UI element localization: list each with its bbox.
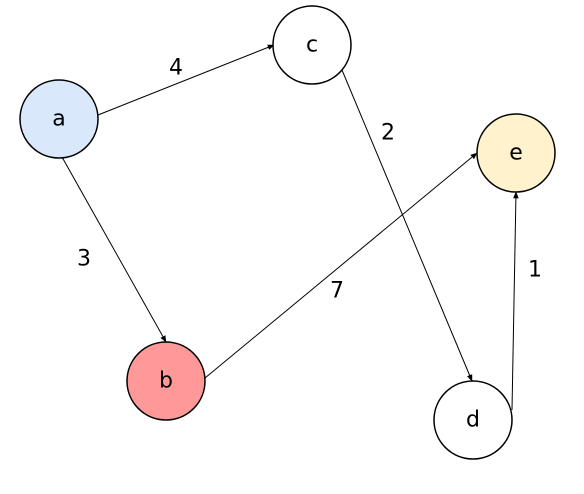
node-a: a <box>19 79 99 159</box>
node-circle-b <box>126 341 206 421</box>
node-e: e <box>476 113 556 193</box>
edge-line-a-c <box>97 44 275 116</box>
node-circle-a <box>19 79 99 159</box>
edge-weight-c-d: 2 <box>381 121 395 146</box>
node-d: d <box>433 380 513 460</box>
node-label-c: c <box>306 33 318 58</box>
edge-weight-a-c: 4 <box>169 56 183 81</box>
edge-line-c-d <box>341 69 473 382</box>
edge-a-c: 4 <box>97 44 275 116</box>
nodes-layer: a b c d e <box>19 5 556 460</box>
edge-a-b: 3 <box>61 156 167 343</box>
edge-line-a-b <box>61 156 167 343</box>
edge-weight-d-e: 1 <box>528 258 542 283</box>
edges-layer: 4 3 2 7 1 <box>61 44 542 411</box>
node-circle-d <box>433 380 513 460</box>
edge-line-b-e <box>204 152 478 379</box>
edge-c-d: 2 <box>341 69 473 382</box>
node-label-a: a <box>52 107 65 132</box>
edge-d-e: 1 <box>511 191 542 411</box>
node-c: c <box>272 5 352 85</box>
node-label-d: d <box>466 408 480 433</box>
node-label-e: e <box>509 141 523 166</box>
node-circle-c <box>272 5 352 85</box>
node-b: b <box>126 341 206 421</box>
edge-b-e: 7 <box>204 152 478 379</box>
node-circle-e <box>476 113 556 193</box>
edge-weight-b-e: 7 <box>330 279 344 304</box>
edge-weight-a-b: 3 <box>77 247 91 272</box>
node-label-b: b <box>159 369 173 394</box>
edge-line-d-e <box>511 191 519 411</box>
